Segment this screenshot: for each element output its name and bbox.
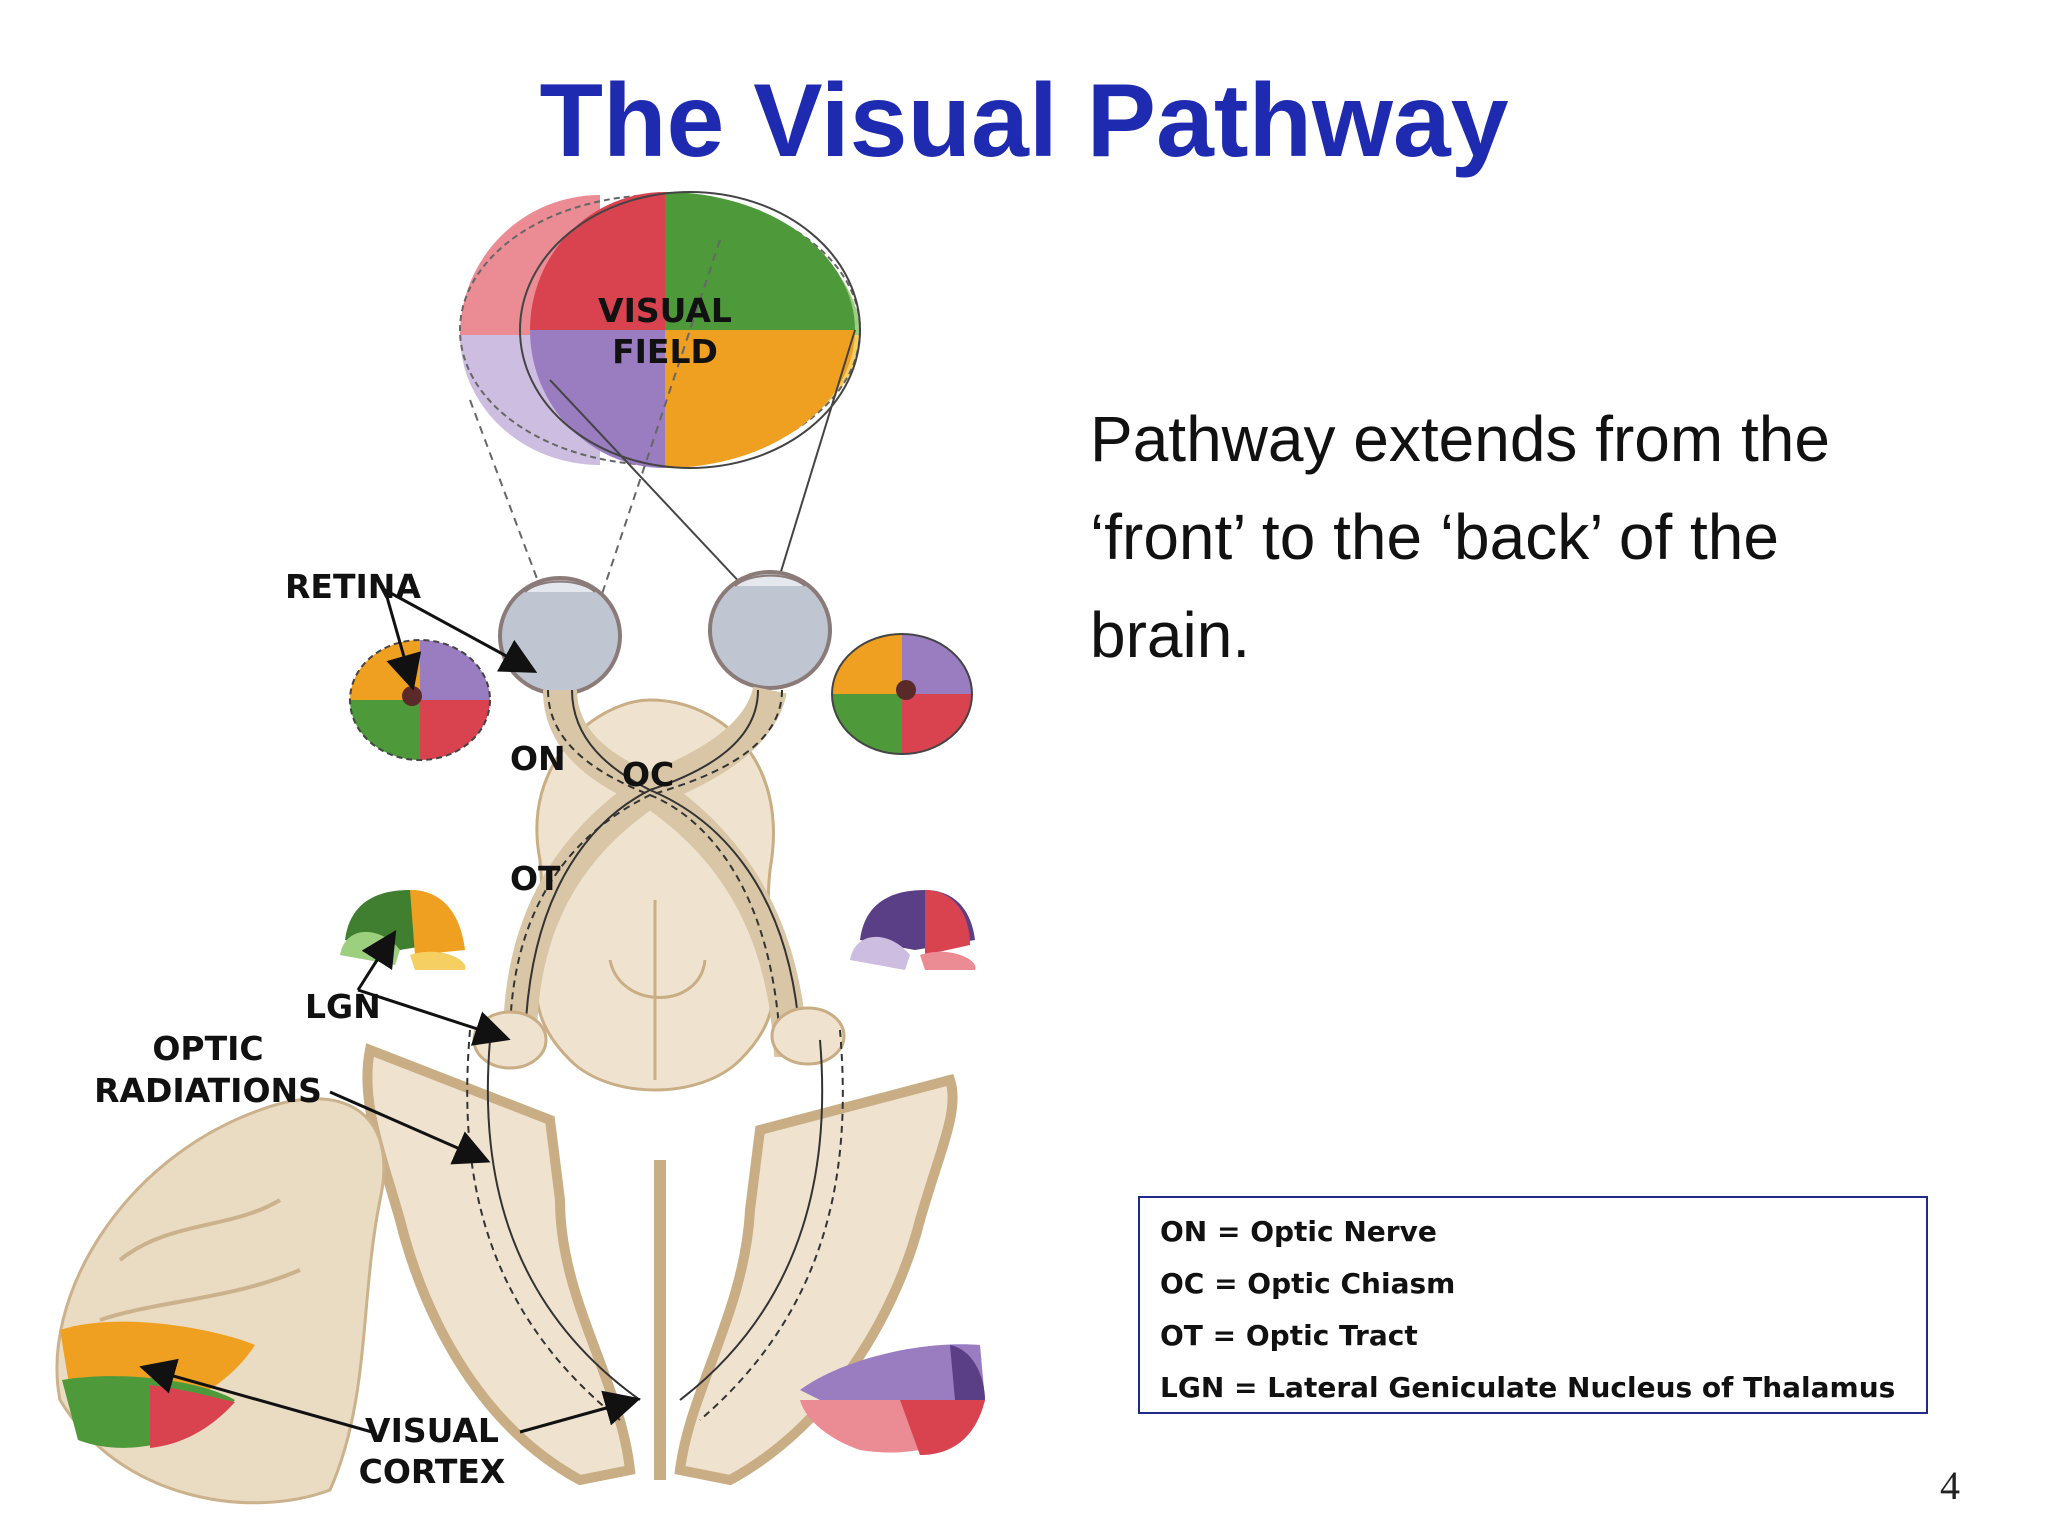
optic-radiations-label-line2: RADIATIONS: [94, 1071, 322, 1110]
legend-row-on: ON = Optic Nerve: [1160, 1215, 1437, 1248]
right-retina-map: [831, 633, 973, 755]
slide-title: The Visual Pathway: [539, 63, 1509, 179]
legend-row-oc: OC = Optic Chiasm: [1160, 1267, 1456, 1300]
oc-label: OC: [622, 755, 674, 794]
visual-field-label-line2: FIELD: [612, 332, 718, 371]
body-line-2: ‘front’ to the ‘back’ of the: [1090, 501, 1779, 573]
right-eye-graphic: [708, 570, 832, 690]
legend-row-lgn: LGN = Lateral Geniculate Nucleus of Thal…: [1160, 1371, 1896, 1404]
visual-field-graphic: VISUAL FIELD: [459, 191, 861, 641]
body-line-3: brain.: [1090, 599, 1251, 671]
right-lgn-map: [850, 890, 976, 970]
visual-pathway-diagram: VISUAL FIELD: [55, 191, 985, 1505]
visual-cortex-label-line1: VISUAL: [365, 1411, 499, 1450]
visual-cortex-label-line2: CORTEX: [359, 1452, 506, 1491]
on-label: ON: [510, 739, 566, 778]
optic-pathway-graphic: [472, 685, 846, 1070]
lateral-brain-graphic: [55, 1097, 386, 1505]
body-text: Pathway extends from the ‘front’ to the …: [1090, 390, 1990, 684]
retina-label: RETINA: [285, 567, 421, 606]
left-lgn-map: [340, 890, 466, 970]
body-line-1: Pathway extends from the: [1090, 403, 1830, 475]
visual-field-label-line1: VISUAL: [598, 291, 732, 330]
legend-row-ot: OT = Optic Tract: [1160, 1319, 1418, 1352]
abbreviation-legend: ON = Optic Nerve OC = Optic Chiasm OT = …: [1138, 1196, 1928, 1414]
left-retina-map: [349, 639, 491, 761]
optic-radiations-label-line1: OPTIC: [152, 1029, 263, 1068]
ot-label: OT: [510, 859, 561, 898]
cortex-map: [800, 1344, 985, 1455]
left-eye-graphic: [498, 576, 622, 696]
page-number: 4: [1940, 1463, 1960, 1508]
